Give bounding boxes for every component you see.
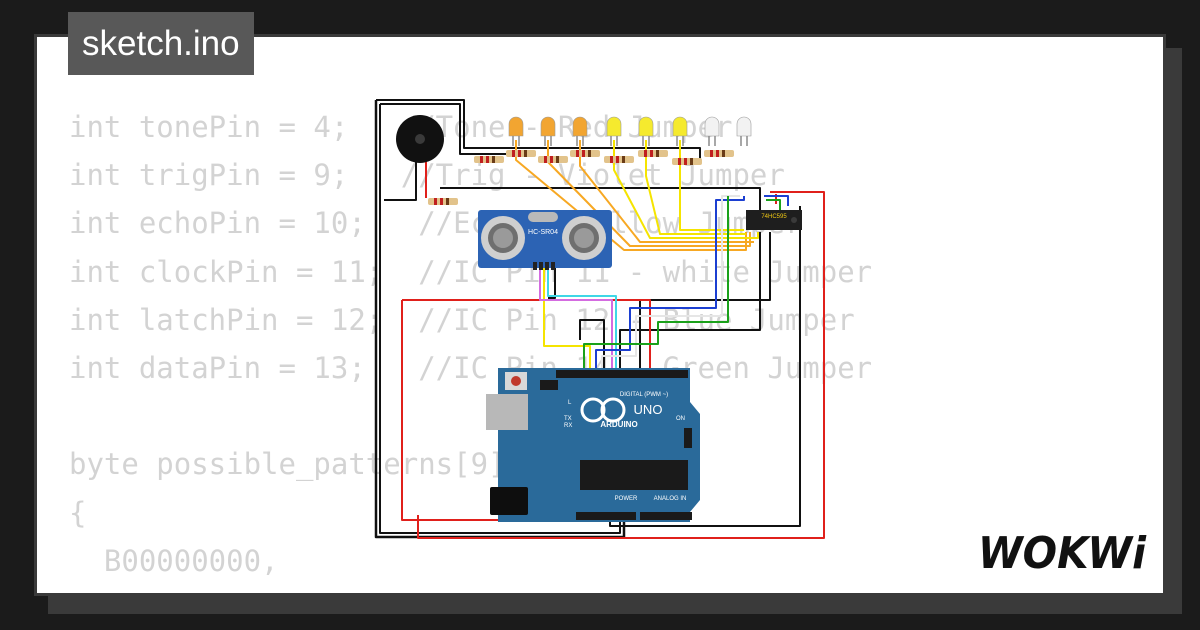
resistor [428,198,458,205]
wire-green [583,196,729,370]
code-line: int clockPin = 11; //IC Pin 11 - white J… [69,254,873,289]
resistor [672,158,702,165]
digital-label: DIGITAL (PWM ~) [620,392,668,398]
wire-red [417,191,825,539]
resistor [474,156,504,163]
wire-cyan [547,268,617,370]
rx-label: RX [564,423,572,429]
led[interactable] [704,116,720,146]
analog-header [640,512,692,520]
board-brand: ARDUINO [600,420,637,429]
arduino-uno-board[interactable]: ARDUINO UNO DIGITAL (PWM ~) POWER ANALOG… [486,368,700,522]
resistors [428,150,734,205]
wire-blue [595,196,745,370]
file-tab[interactable]: sketch.ino [68,12,254,75]
led[interactable] [672,116,688,146]
shift-register-ic[interactable]: 74HC595 [746,210,802,230]
power-header [576,512,636,520]
wire-yellow [543,268,591,370]
power-jack [490,487,528,515]
wire-black [440,187,761,218]
wire-black [376,99,701,160]
buzzer[interactable] [396,115,444,163]
resistor [604,156,634,163]
digital-header [556,370,688,378]
wire-black [548,268,556,299]
wire-black [379,104,621,534]
led[interactable] [606,116,622,146]
wire-blue [764,195,789,206]
wire-red [402,299,651,370]
wire-white [601,195,740,370]
resistor [570,150,600,157]
led-row [508,116,752,146]
ic-label: 74HC595 [761,214,787,220]
wire-yellow [645,140,746,235]
resistor [638,150,668,157]
resistor [506,150,536,157]
led[interactable] [736,116,752,146]
on-label: ON [676,416,685,422]
wire-green [766,199,781,210]
led[interactable] [508,116,524,146]
power-label: POWER [615,496,638,502]
code-line: { [69,495,87,530]
l-label: L [568,400,572,406]
code-line: B00000000, [69,543,279,578]
led[interactable] [638,116,654,146]
atmega-chip [580,460,688,490]
analog-label: ANALOG IN [654,496,687,502]
wire-black [384,150,417,201]
usb-port [486,394,528,430]
sensor-label: HC-SR04 [528,229,558,236]
project-card: int tonePin = 4; //Tone - Red Jumperint … [34,34,1166,596]
code-line: int trigPin = 9; //Trig - Violet Jumper [69,158,785,193]
board-model: UNO [634,402,663,417]
led[interactable] [572,116,588,146]
code-line: B00000001, [69,585,872,593]
wire-violet [539,268,613,370]
wokwi-logo-text: WOKWi [978,528,1147,578]
wokwi-logo[interactable]: WOKWi [976,526,1150,578]
wire-black [639,232,771,370]
led[interactable] [540,116,556,146]
resistor [538,156,568,163]
ultrasonic-sensor[interactable]: HC-SR04 [478,210,612,270]
tx-label: TX [564,416,572,422]
wire-black [380,103,530,155]
resistor [704,150,734,157]
